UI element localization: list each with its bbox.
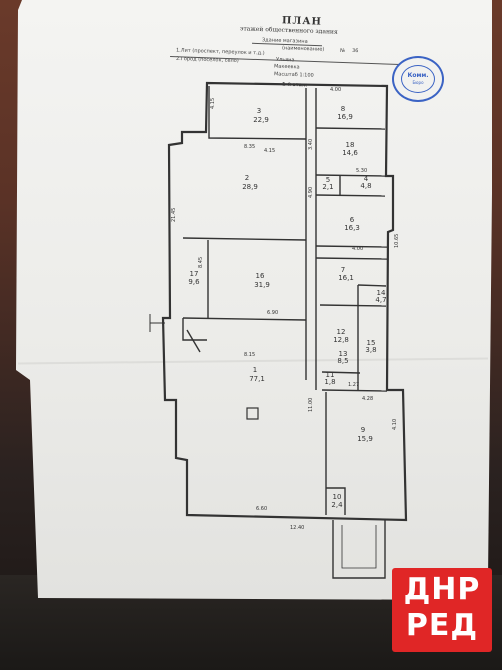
wall-r8	[315, 127, 386, 130]
inner-walls	[182, 86, 388, 515]
porch	[332, 520, 386, 579]
wall-r5	[315, 194, 386, 197]
room-area-2: 28,9	[242, 183, 258, 191]
room-num-14: 14	[377, 289, 386, 297]
room-area-3: 22,9	[253, 116, 269, 124]
room-num-10: 10	[333, 493, 342, 501]
official-stamp: Комм. Бюро	[392, 56, 444, 102]
room-num-13: 13	[339, 350, 348, 358]
wall-vestibule	[182, 318, 207, 341]
room-area-11: 1,8	[324, 378, 335, 386]
wall-room2-bottom	[182, 237, 307, 241]
room-num-3: 3	[257, 107, 261, 115]
room-num-15: 15	[367, 339, 376, 347]
dim-label: 8.35	[244, 144, 255, 150]
wall-room3	[208, 86, 307, 140]
dim-label: 12.40	[290, 525, 304, 531]
room-num-6: 6	[350, 216, 355, 224]
stamp-text-small: Бюро	[412, 80, 424, 85]
room-num-12: 12	[337, 328, 346, 336]
room-num-18: 18	[346, 141, 355, 149]
room-area-13: 8,5	[337, 357, 348, 365]
room-area-1: 77,1	[249, 375, 265, 383]
room-area-9: 15,9	[357, 435, 373, 443]
wall-diagonal	[186, 329, 201, 353]
dim-label: 4.00	[330, 87, 341, 93]
room-area-6: 16,3	[344, 224, 360, 232]
room-area-17: 9,6	[188, 278, 200, 286]
room-num-2: 2	[245, 174, 249, 182]
wall-r18	[315, 174, 386, 177]
column	[246, 407, 259, 420]
room-area-14: 4,7	[375, 296, 386, 304]
dim-label: 8.45	[198, 257, 204, 268]
logo-text-top: ДНР	[403, 572, 481, 607]
room-num-4: 4	[364, 175, 369, 183]
outer-walls	[161, 81, 408, 522]
wall-r10	[326, 487, 346, 515]
room-area-16: 31,9	[254, 281, 270, 289]
room-area-7: 16,1	[338, 274, 354, 282]
porch-inner	[341, 525, 377, 569]
dim-label: 4.15	[264, 148, 275, 154]
section-mark	[149, 314, 165, 332]
dim-label: 4.00	[352, 246, 363, 252]
wall-r16-bottom	[182, 317, 307, 321]
dim-label: 4.90	[308, 187, 314, 198]
dim-label: 10.65	[394, 234, 400, 248]
wall-r9-top	[321, 389, 388, 392]
stamp-text: Комм.	[407, 72, 429, 79]
room-num-11: 11	[326, 371, 335, 379]
room-area-5: 2,1	[322, 183, 333, 191]
room-num-8: 8	[341, 105, 345, 113]
room-area-18: 14,6	[342, 149, 358, 157]
room-num-7: 7	[341, 266, 345, 274]
dim-label: 4.15	[210, 98, 216, 109]
dim-label: 6.90	[267, 310, 278, 316]
wall-r14	[357, 284, 387, 287]
room-num-16: 16	[256, 272, 265, 280]
dim-label: 4.28	[362, 396, 373, 402]
room-num-9: 9	[361, 426, 365, 434]
room-area-12: 12,8	[333, 336, 349, 344]
room-num-5: 5	[326, 176, 330, 184]
room-area-10: 2,4	[331, 501, 343, 509]
room-num-1: 1	[253, 366, 257, 374]
wall-r7-bottom	[319, 304, 387, 307]
dim-label: 8.15	[244, 352, 255, 358]
room-area-15: 3,8	[365, 346, 376, 354]
dim-label: 3.40	[308, 139, 314, 150]
room-num-17: 17	[190, 270, 199, 278]
dim-label: 21.45	[171, 208, 177, 222]
room-area-8: 16,9	[337, 113, 353, 121]
stamp-inner-ring	[401, 65, 435, 93]
building-outline	[161, 81, 408, 522]
wall-r6	[315, 245, 388, 248]
wall-r7-top	[315, 257, 388, 260]
dim-label: 5.30	[356, 168, 367, 174]
dnr-red-logo: ДНР РЕД	[392, 568, 492, 652]
room-area-4: 4,8	[360, 182, 371, 190]
logo-text-bottom: РЕД	[405, 608, 479, 643]
dim-label: 4.10	[392, 419, 398, 430]
dim-label: 11.00	[308, 398, 314, 412]
dim-label: 6.60	[256, 506, 267, 512]
wall-r11	[321, 371, 361, 374]
dim-label: 1.27	[348, 382, 359, 388]
